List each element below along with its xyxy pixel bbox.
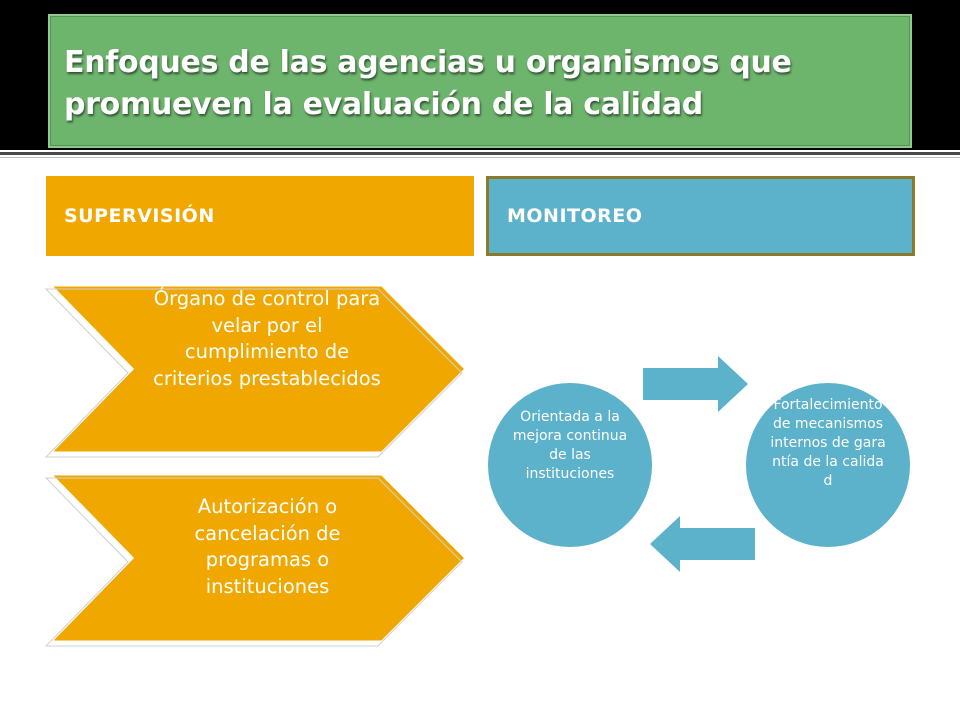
monitoreo-header-label: MONITOREO bbox=[507, 205, 643, 227]
monitoreo-header: MONITOREO bbox=[486, 176, 915, 256]
supervision-header-label: SUPERVISIÓN bbox=[64, 205, 215, 227]
right-arrow-icon bbox=[643, 356, 748, 412]
cycle-circle-1 bbox=[486, 381, 654, 549]
supervision-chevron-1-outline bbox=[44, 288, 463, 458]
cycle-circle-2 bbox=[744, 381, 912, 549]
supervision-step-1-text: Órgano de control para velar por el cump… bbox=[153, 287, 381, 390]
slide-title: Enfoques de las agencias u organismos qu… bbox=[64, 45, 792, 122]
left-arrow-icon bbox=[650, 516, 755, 572]
title-divider-light bbox=[0, 157, 960, 158]
supervision-header: SUPERVISIÓN bbox=[46, 176, 474, 256]
cycle-step-1-text: Orientada a la mejora continua de las in… bbox=[512, 409, 628, 482]
supervision-step-2-text: Autorización o cancelación de programas … bbox=[194, 495, 341, 598]
title-banner: Enfoques de las agencias u organismos qu… bbox=[48, 14, 912, 148]
title-divider bbox=[0, 152, 960, 155]
supervision-chevron-2-outline bbox=[44, 477, 463, 647]
cycle-step-2-text: Fortalecimiento de mecanismos internos d… bbox=[770, 397, 886, 489]
